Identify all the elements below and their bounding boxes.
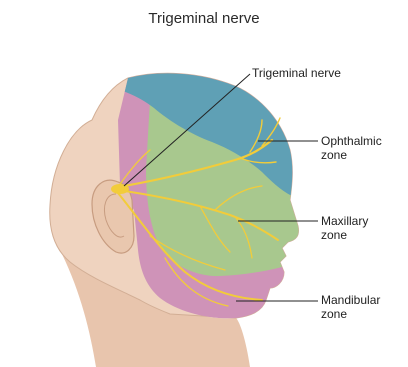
label-mandibular-zone: Mandibular zone	[321, 293, 380, 321]
trigeminal-ganglion	[111, 184, 129, 194]
label-mandibular-line-2: zone	[321, 307, 380, 321]
label-trigeminal-nerve: Trigeminal nerve	[252, 66, 341, 80]
label-mandibular-line-1: Mandibular	[321, 293, 380, 307]
label-ophthalmic-line-1: Ophthalmic	[321, 134, 382, 148]
label-ophthalmic-line-2: zone	[321, 148, 382, 162]
label-maxillary-line-2: zone	[321, 228, 368, 242]
label-maxillary-zone: Maxillary zone	[321, 214, 368, 242]
label-ophthalmic-zone: Ophthalmic zone	[321, 134, 382, 162]
label-maxillary-line-1: Maxillary	[321, 214, 368, 228]
